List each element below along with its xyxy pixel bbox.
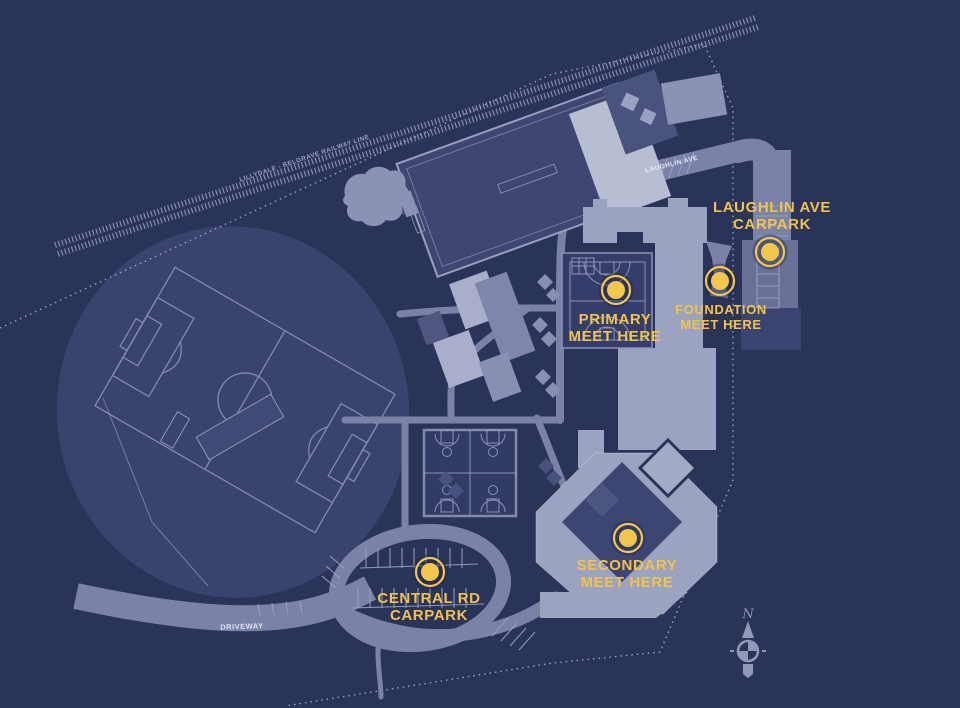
roof-detail <box>668 198 688 208</box>
label-secondary-meet-here: SECONDARY MEET HERE <box>577 557 678 591</box>
small-structure <box>398 190 419 218</box>
label-line: FOUNDATION <box>675 302 767 317</box>
marker-secondary-meet-here[interactable] <box>610 520 646 556</box>
compass-rose: N <box>730 607 766 678</box>
label-line: MEET HERE <box>680 316 762 332</box>
marker-laughlin-ave-carpark[interactable] <box>752 234 788 270</box>
marker-dot <box>761 243 779 261</box>
basketball-courts <box>422 428 518 518</box>
railway-track <box>57 24 759 257</box>
railway-track <box>54 15 756 248</box>
field-line <box>102 397 209 587</box>
sports-oval <box>56 226 410 598</box>
primary-building <box>583 207 707 243</box>
compass-north-label: N <box>741 607 754 622</box>
label-line: PRIMARY <box>578 311 652 328</box>
railway-line <box>54 15 759 257</box>
marker-primary-meet-here[interactable] <box>598 272 634 308</box>
hall-building <box>601 69 679 155</box>
oval-shape <box>56 226 410 598</box>
field-mark <box>159 411 191 449</box>
tree-canopy <box>343 166 410 227</box>
property-boundary <box>0 43 734 707</box>
label-line: CARPARK <box>389 607 469 625</box>
label-line: MEET HERE <box>568 328 662 346</box>
marker-dot <box>711 272 729 290</box>
building <box>416 310 450 346</box>
roof-detail <box>593 199 607 208</box>
driveway-road-label: DRIVEWAY <box>220 621 264 632</box>
northeast-building <box>660 73 728 125</box>
loop-south-road <box>345 591 563 643</box>
railway-label: LILLYDALE - BELGRAVE RAILWAY LINE <box>239 134 371 184</box>
marker-dot <box>421 563 439 581</box>
secondary-courtyard <box>562 462 682 582</box>
marker-ring <box>612 522 644 554</box>
marker-dot <box>607 281 625 299</box>
primary-courts <box>561 252 653 349</box>
compass-tail <box>743 664 753 678</box>
marker-ring <box>600 274 632 306</box>
marker-ring <box>414 556 446 588</box>
marker-ring <box>754 236 786 268</box>
label-primary-meet-here: PRIMARY MEET HERE <box>569 311 662 345</box>
gym-building <box>568 90 672 220</box>
label-line: MEET HERE <box>580 574 674 592</box>
marker-ring <box>704 265 736 297</box>
laughlin-north-road <box>753 150 791 244</box>
marker-foundation-meet-here[interactable] <box>702 263 738 299</box>
rotated-building <box>637 437 699 499</box>
label-line: LAUGHLIN AVE <box>712 199 832 216</box>
east-building <box>741 308 801 350</box>
middle-buildings <box>416 270 536 402</box>
central-building <box>655 243 703 353</box>
label-line: CARPARK <box>732 216 812 234</box>
label-line: SECONDARY <box>576 557 678 574</box>
label-laughlin-ave-carpark: LAUGHLIN AVE CARPARK <box>713 199 831 233</box>
south-path <box>375 629 384 700</box>
marker-dot <box>619 529 637 547</box>
marker-central-rd-carpark[interactable] <box>412 554 448 590</box>
compass-arrow-icon <box>742 621 754 638</box>
label-line: CENTRAL RD <box>377 590 481 607</box>
building <box>474 271 536 363</box>
main-building <box>618 348 716 450</box>
label-foundation-meet-here: FOUNDATION MEET HERE <box>675 302 767 333</box>
label-central-rd-carpark: CENTRAL RD CARPARK <box>377 590 480 624</box>
secondary-south-wing <box>540 592 688 618</box>
cricket-pitch <box>195 393 285 461</box>
building <box>478 352 522 402</box>
central-carpark-loop <box>328 523 512 653</box>
building <box>432 329 486 389</box>
trees <box>438 274 562 499</box>
courtyard-structure <box>585 483 619 517</box>
